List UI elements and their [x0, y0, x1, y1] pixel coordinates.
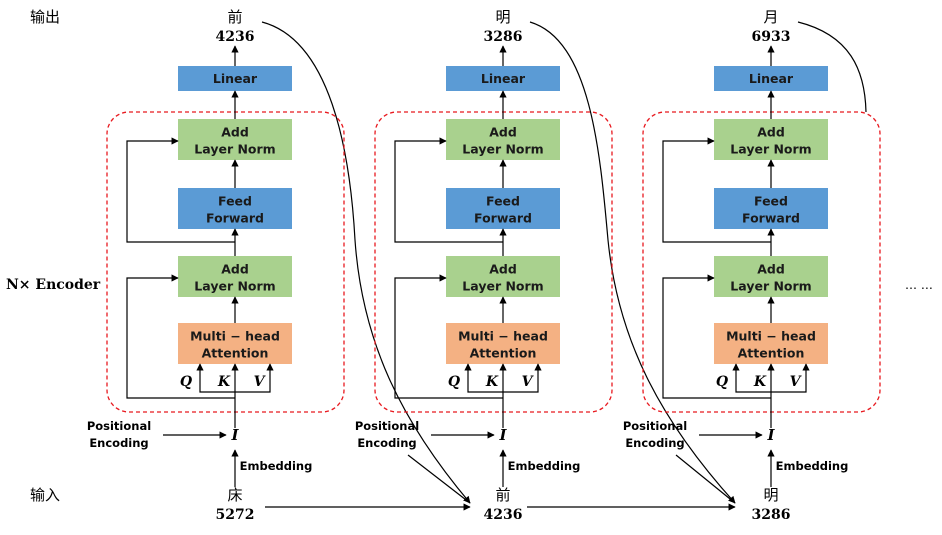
block-3-i-label: I — [766, 426, 775, 444]
block-2-arrow-q — [464, 363, 503, 393]
block-2-input-id: 4236 — [484, 507, 523, 523]
block-1-input-id: 5272 — [216, 507, 255, 523]
block-1-feed-forward-label-1: Feed — [218, 194, 252, 209]
block-3-feed-forward-label-1: Feed — [754, 194, 788, 209]
block-1-arrow-q — [196, 363, 235, 393]
block-2-feed-forward — [446, 188, 560, 229]
block-1-input-char: 床 — [227, 486, 242, 504]
block-2-embedding-label: Embedding — [508, 459, 581, 473]
block-1-add-norm-top-label-1: Add — [221, 125, 249, 140]
block-3-input-char: 明 — [763, 486, 778, 504]
block-3-linear-box-label: Linear — [749, 71, 794, 86]
block-3-add-norm-top-label-1: Add — [757, 125, 785, 140]
block-1-add-norm-top-label-2: Layer Norm — [194, 142, 275, 157]
block-1-i-label: I — [230, 426, 239, 444]
block-3-positional-label-1: Positional — [623, 419, 687, 433]
block-2-feed-forward-label-2: Forward — [474, 211, 532, 226]
block-3-add-norm-bottom — [714, 256, 828, 297]
block-1-q-label: Q — [180, 374, 192, 390]
block-1-add-norm-bottom-label-1: Add — [221, 262, 249, 277]
block-3-attention-label-2: Attention — [738, 346, 805, 361]
block-3-positional-label-2: Encoding — [625, 436, 684, 450]
block-2-v-label: V — [522, 374, 535, 390]
block-2-add-norm-bottom — [446, 256, 560, 297]
output-label: 输出 — [30, 8, 60, 26]
block-2-output-id: 3286 — [484, 29, 523, 45]
block-2-add-norm-bottom-label-2: Layer Norm — [462, 279, 543, 294]
block-3-add-norm-bottom-label-1: Add — [757, 262, 785, 277]
block-1-embedding-label: Embedding — [240, 459, 313, 473]
block-2-k-label: K — [485, 374, 499, 390]
block-2-add-norm-top-label-2: Layer Norm — [462, 142, 543, 157]
block-1-feed-forward — [178, 188, 292, 229]
block-1-add-norm-top — [178, 119, 292, 160]
block-1-arrow-v — [235, 363, 274, 393]
block-2-positional-label-1: Positional — [355, 419, 419, 433]
block-3-attention-label-1: Multi − head — [726, 329, 816, 344]
block-2-linear-box-label: Linear — [481, 71, 526, 86]
block-2-attention-label-2: Attention — [470, 346, 537, 361]
block-3-add-norm-top-label-2: Layer Norm — [730, 142, 811, 157]
block-2-positional-label-2: Encoding — [357, 436, 416, 450]
block-3-output-char: 月 — [763, 8, 778, 26]
pos-enc-link-3 — [675, 454, 736, 504]
block-3-linear-box — [714, 66, 828, 91]
block-2-add-norm-top — [446, 119, 560, 160]
block-3-residual-2 — [662, 137, 771, 243]
block-1-attention-label-2: Attention — [202, 346, 269, 361]
block-3-add-norm-bottom-label-2: Layer Norm — [730, 279, 811, 294]
block-3-add-norm-top — [714, 119, 828, 160]
block-1-linear-box — [178, 66, 292, 91]
block-1-attention-label-1: Multi − head — [190, 329, 280, 344]
block-1-residual-1 — [126, 274, 235, 399]
block-2-input-char: 前 — [495, 486, 510, 504]
block-2-attention-label-1: Multi − head — [458, 329, 548, 344]
block-2-arrow-v — [503, 363, 542, 393]
block-3-feed-forward — [714, 188, 828, 229]
block-3-embedding-label: Embedding — [776, 459, 849, 473]
block-1-add-norm-bottom — [178, 256, 292, 297]
block-1-positional-label-2: Encoding — [89, 436, 148, 450]
block-3-input-id: 3286 — [752, 507, 791, 523]
block-2-output-char: 明 — [495, 8, 510, 26]
pos-enc-link-2 — [407, 454, 471, 504]
block-1-residual-2 — [126, 137, 235, 243]
block-1-v-label: V — [254, 374, 267, 390]
block-3-arrow-v — [771, 363, 810, 393]
block-2-linear-box — [446, 66, 560, 91]
block-2-residual-2 — [394, 137, 503, 243]
input-label: 输入 — [30, 486, 60, 504]
block-1-positional-label-1: Positional — [87, 419, 151, 433]
ellipsis-label: … … — [905, 278, 933, 292]
block-2-i-label: I — [498, 426, 507, 444]
block-3-feed-forward-label-2: Forward — [742, 211, 800, 226]
block-2-add-norm-top-label-1: Add — [489, 125, 517, 140]
block-1-linear-box-label: Linear — [213, 71, 258, 86]
recurrence-curve-3 — [797, 21, 867, 113]
block-1-attention — [178, 323, 292, 364]
block-1-output-id: 4236 — [216, 29, 255, 45]
block-2-residual-1 — [394, 274, 503, 399]
encoder-stack-label: N× Encoder — [6, 277, 101, 293]
block-2-add-norm-bottom-label-1: Add — [489, 262, 517, 277]
block-3-residual-1 — [662, 274, 771, 399]
block-3-k-label: K — [753, 374, 767, 390]
block-2-q-label: Q — [448, 374, 460, 390]
recurrence-curve-2 — [529, 21, 736, 504]
block-1-feed-forward-label-2: Forward — [206, 211, 264, 226]
block-1-output-char: 前 — [227, 8, 242, 26]
block-2-attention — [446, 323, 560, 364]
block-3-v-label: V — [790, 374, 803, 390]
block-3-output-id: 6933 — [752, 29, 791, 45]
recurrence-curve-1 — [261, 21, 471, 504]
block-2-feed-forward-label-1: Feed — [486, 194, 520, 209]
block-3-attention — [714, 323, 828, 364]
block-3-arrow-q — [732, 363, 771, 393]
block-1-k-label: K — [217, 374, 231, 390]
block-1-add-norm-bottom-label-2: Layer Norm — [194, 279, 275, 294]
block-3-q-label: Q — [716, 374, 728, 390]
